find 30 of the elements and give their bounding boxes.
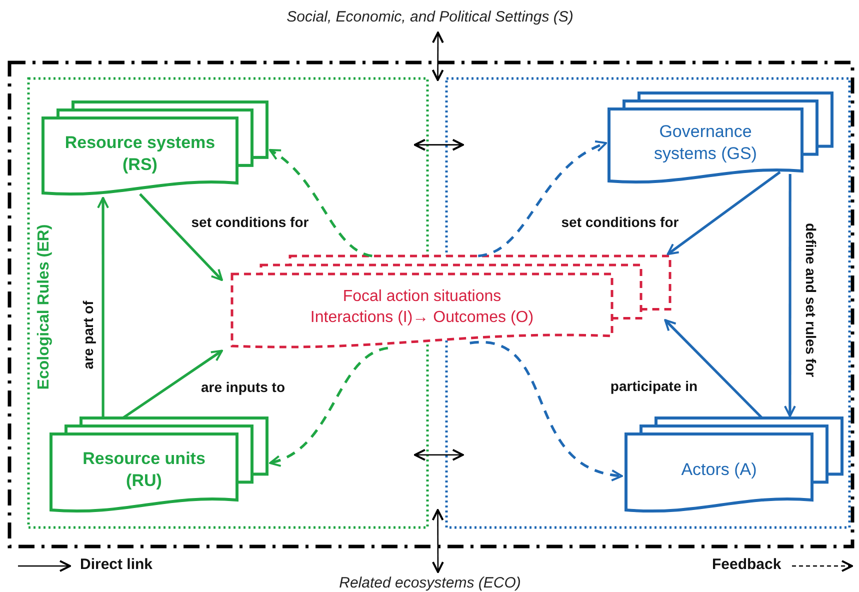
arrow	[432, 509, 444, 574]
arrow	[139, 193, 223, 281]
document-stack	[626, 418, 842, 512]
node-label: Actors (A)	[680, 458, 758, 481]
arrow	[97, 196, 110, 418]
dashed-arrow	[478, 141, 608, 258]
document-stack	[43, 102, 267, 195]
document-stack	[609, 93, 832, 183]
dash-dot-frame	[8, 61, 854, 548]
arrow	[432, 32, 444, 81]
arrow	[122, 350, 223, 420]
setting-label: Related ecosystems (ECO)	[220, 573, 640, 592]
dashed-arrow	[269, 346, 388, 466]
node-label: Resource units (RU)	[82, 448, 206, 492]
arrow	[414, 138, 464, 151]
node-label: Resource systems (RS)	[64, 131, 216, 176]
arrow	[666, 170, 781, 256]
arrow	[784, 174, 796, 418]
node-label: Governance systems (GS)	[653, 120, 758, 165]
arrow	[414, 448, 464, 461]
document-stack	[51, 418, 267, 512]
node-label: Focal action situations	[342, 287, 502, 308]
node-label: Ecological Rules (ER)	[34, 224, 54, 390]
legend-label: Feedback	[712, 556, 782, 573]
legend-label: Direct link	[80, 556, 153, 573]
arrow	[664, 319, 763, 419]
document-stack	[232, 256, 670, 348]
node-label: Interactions (I)→ Outcomes (O)	[310, 308, 534, 328]
setting-label: Social, Economic, and Political Settings (S)	[220, 4, 640, 30]
dashed-arrow	[268, 148, 373, 258]
